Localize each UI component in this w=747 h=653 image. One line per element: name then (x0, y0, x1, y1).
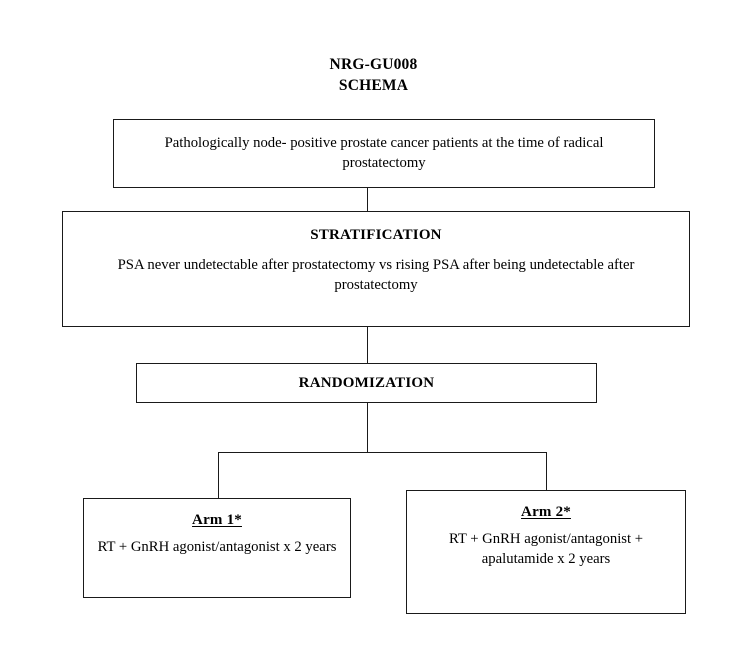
diagram-title: NRG-GU008 SCHEMA (0, 54, 747, 96)
arm1-box: Arm 1* RT + GnRH agonist/antagonist x 2 … (83, 498, 351, 598)
connector-branch-to-arm1 (218, 452, 219, 498)
connector-stratification-to-randomization (367, 327, 368, 363)
connector-eligibility-to-stratification (367, 188, 368, 211)
stratification-heading: STRATIFICATION (310, 227, 442, 243)
arm1-heading: Arm 1* (94, 510, 340, 531)
eligibility-box: Pathologically node- positive prostate c… (113, 119, 655, 188)
connector-branch-to-arm2 (546, 452, 547, 490)
diagram-title-line1: NRG-GU008 (329, 56, 418, 73)
diagram-title-line2: SCHEMA (338, 77, 409, 94)
randomization-box: RANDOMIZATION (136, 363, 597, 403)
arm1-text: RT + GnRH agonist/antagonist x 2 years (97, 539, 337, 555)
arm2-heading-label: Arm 2* (521, 504, 571, 520)
arm2-text: RT + GnRH agonist/antagonist + apalutami… (448, 531, 644, 567)
connector-randomization-stem (367, 403, 368, 452)
arm2-heading: Arm 2* (417, 502, 675, 523)
randomization-heading: RANDOMIZATION (298, 375, 435, 391)
stratification-text: PSA never undetectable after prostatecto… (117, 257, 635, 293)
eligibility-text: Pathologically node- positive prostate c… (164, 135, 604, 171)
arm1-heading-label: Arm 1* (192, 512, 242, 528)
stratification-box: STRATIFICATION PSA never undetectable af… (62, 211, 690, 327)
arm2-box: Arm 2* RT + GnRH agonist/antagonist + ap… (406, 490, 686, 614)
connector-branch-bar (218, 452, 547, 453)
